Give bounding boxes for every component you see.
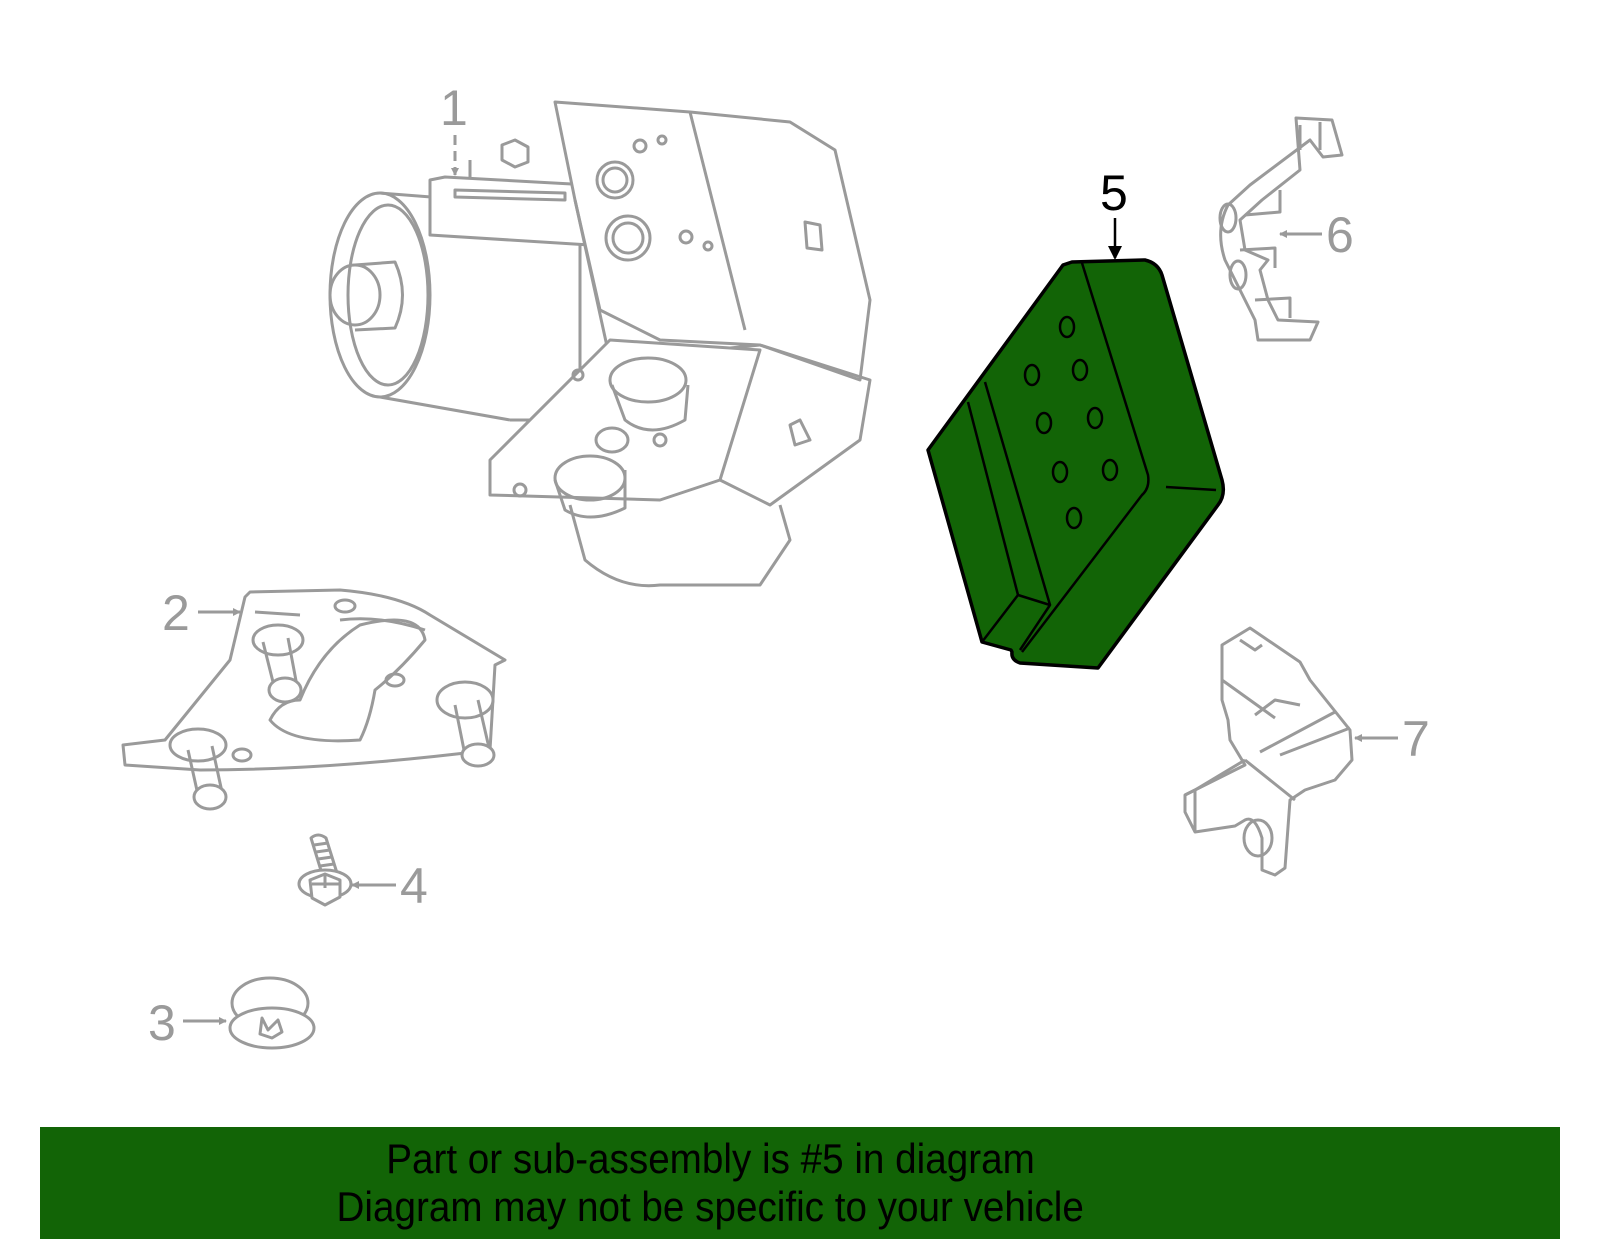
- callout-3[interactable]: 3: [148, 995, 176, 1051]
- part-3-grommet[interactable]: [228, 976, 316, 1050]
- part-7-wheel-speed-sensor[interactable]: [1183, 626, 1354, 877]
- callout-1[interactable]: 1: [440, 80, 468, 136]
- callout-6[interactable]: 6: [1326, 207, 1354, 263]
- info-banner: Part or sub-assembly is #5 in diagram Di…: [40, 1127, 1560, 1239]
- callout-7[interactable]: 7: [1402, 711, 1430, 767]
- callout-2[interactable]: 2: [162, 585, 190, 641]
- callout-5[interactable]: 5: [1100, 165, 1128, 221]
- part-4-flange-bolt[interactable]: [297, 833, 353, 907]
- banner-line-part-number: Part or sub-assembly is #5 in diagram: [385, 1135, 1035, 1182]
- parts-diagram: 1 2 4 3: [121, 80, 1430, 1051]
- part-6-wiring-clip[interactable]: [1218, 116, 1344, 342]
- part-5-abs-control-module[interactable]: [926, 258, 1226, 670]
- banner-line-disclaimer: Diagram may not be specific to your vehi…: [336, 1183, 1084, 1230]
- callout-4[interactable]: 4: [400, 858, 428, 914]
- part-2-mounting-bracket[interactable]: [121, 588, 507, 811]
- part-1-abs-hydraulic-unit[interactable]: [328, 100, 872, 588]
